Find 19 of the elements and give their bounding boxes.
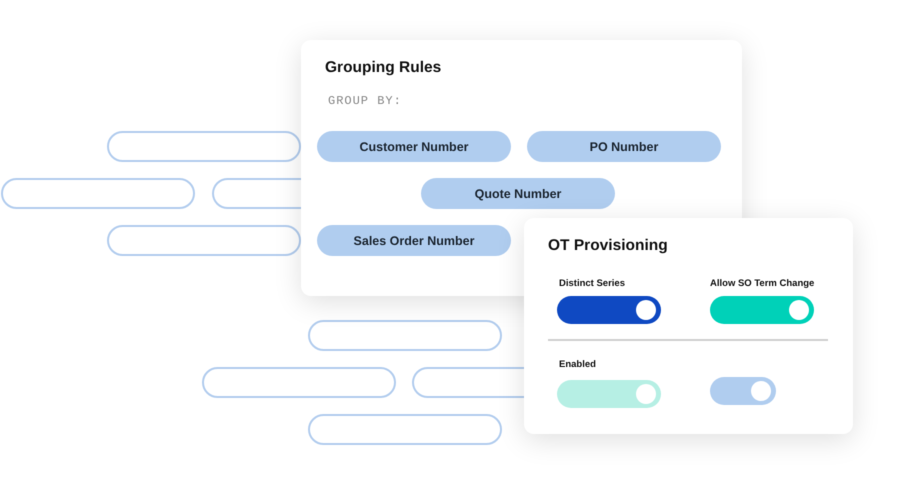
empty-pill — [202, 367, 396, 398]
tag-chip: Sales Order Number — [317, 225, 511, 256]
tag-chip: Quote Number — [421, 178, 615, 209]
toggle-label: Distinct Series — [559, 278, 625, 289]
section-label: GROUP BY: — [328, 94, 402, 108]
tag-chip: Customer Number — [317, 131, 511, 162]
empty-pill — [308, 414, 502, 445]
empty-pill — [107, 131, 301, 162]
toggle-label: Allow SO Term Change — [710, 278, 814, 289]
empty-pill — [107, 225, 301, 256]
card-title: Grouping Rules — [325, 59, 442, 77]
empty-pill — [1, 178, 195, 209]
empty-pill — [412, 367, 524, 398]
settings-dialog — [524, 218, 853, 434]
empty-pill — [212, 178, 301, 209]
toggle-label: Enabled — [559, 359, 596, 370]
empty-pill — [308, 320, 502, 351]
card-title: OT Provisioning — [548, 237, 668, 255]
tag-chip: PO Number — [527, 131, 721, 162]
